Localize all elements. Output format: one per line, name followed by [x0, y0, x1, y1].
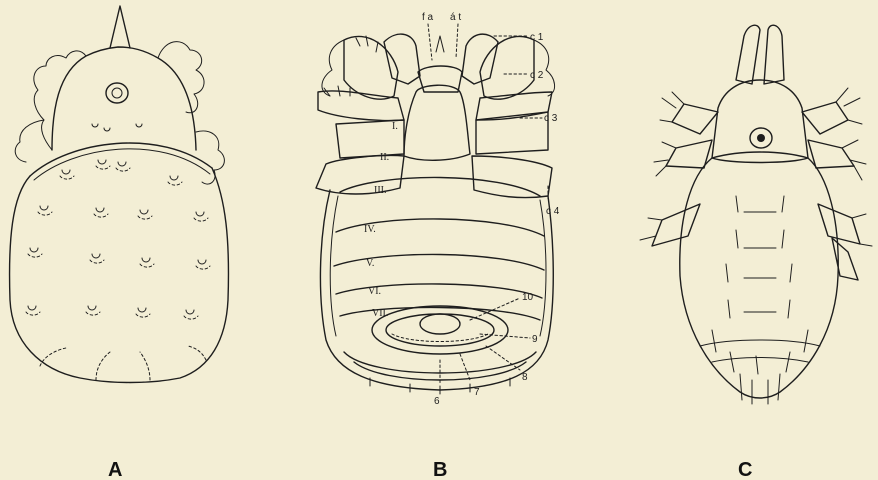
segment-label-4: IV. [364, 224, 376, 235]
figure-label-b: B [433, 459, 447, 480]
figure-a-drawing [10, 6, 229, 383]
segment-label-5: V. [366, 258, 374, 269]
label-c4: c 4 [546, 206, 560, 217]
segment-label-6: VI. [368, 286, 381, 297]
figure-c-drawing [640, 25, 872, 404]
label-at: á t [450, 12, 461, 23]
segment-label-7: VII. [372, 308, 388, 319]
segment-label-1: I. [392, 121, 398, 132]
label-9: 9 [532, 334, 538, 345]
label-c2: c 2 [530, 70, 544, 81]
figure-label-c: C [738, 459, 752, 480]
segment-label-3: III. [374, 185, 387, 196]
figure-b-drawing: f a á t c 1 c 2 c 3 c 4 10 9 8 7 6 I. II… [316, 12, 560, 407]
label-7: 7 [474, 387, 480, 398]
label-c3: c 3 [544, 113, 558, 124]
figure-label-a: A [108, 459, 122, 480]
label-8: 8 [522, 372, 528, 383]
label-fa: f a [422, 12, 434, 23]
label-10: 10 [522, 292, 534, 303]
label-6: 6 [434, 396, 440, 407]
label-c1: c 1 [530, 32, 544, 43]
segment-label-2: II. [380, 152, 389, 163]
